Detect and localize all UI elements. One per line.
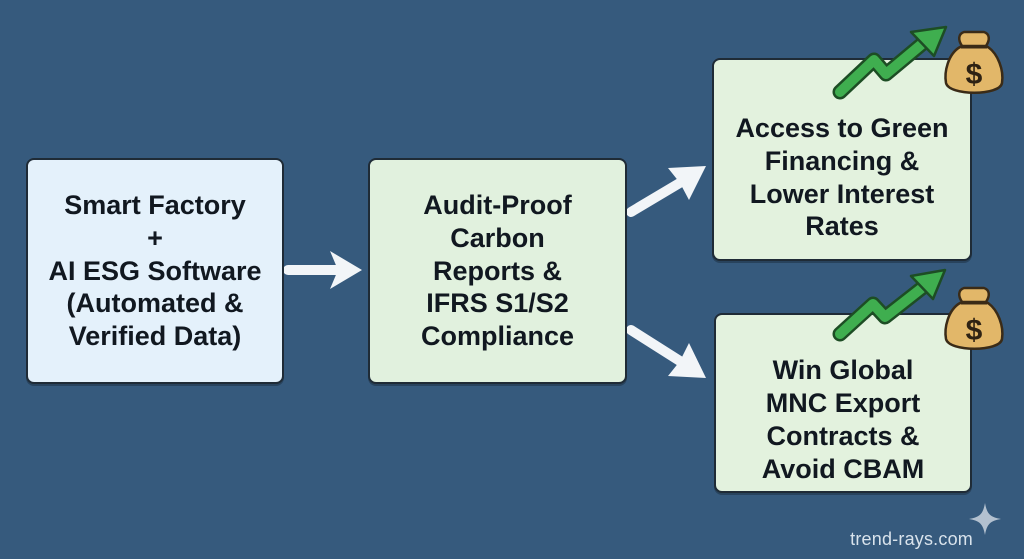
export-contracts-line: MNC Export <box>765 388 921 419</box>
compliance-box-line: Reports & <box>432 255 562 286</box>
green-financing-line: Financing & <box>764 145 920 176</box>
export-contracts-line: Contracts & <box>766 421 920 451</box>
growth-arrow-icon <box>832 268 947 342</box>
compliance-box-line: Carbon <box>450 222 545 253</box>
input-box-line: Smart Factory <box>64 189 246 220</box>
export-contracts-box: Win Global MNC Export Contracts & Avoid … <box>714 313 972 493</box>
money-bag-icon: $ <box>944 30 1004 94</box>
input-box-line: Verified Data) <box>68 321 242 352</box>
compliance-box-line: Compliance <box>420 321 575 352</box>
watermark-text: trend-rays.com <box>850 529 973 549</box>
compliance-box-line: IFRS S1/S2 <box>426 288 569 319</box>
arrow-input-to-middle <box>283 251 362 289</box>
green-financing-line: Rates <box>805 211 879 242</box>
money-bag-icon: $ <box>944 286 1004 350</box>
input-box-line: AI ESG Software <box>48 255 262 286</box>
input-box-line: (Automated & <box>66 288 244 319</box>
compliance-box-line: Audit-Proof <box>423 189 572 220</box>
compliance-box: Audit-Proof Carbon Reports & IFRS S1/S2 … <box>368 158 627 384</box>
green-financing-text: Access to Green Financing & Lower Intere… <box>735 112 948 244</box>
green-financing-line: Lower Interest <box>749 178 935 209</box>
input-box: Smart Factory + AI ESG Software (Automat… <box>26 158 284 384</box>
arrow-middle-to-top <box>626 166 706 217</box>
svg-text:$: $ <box>966 58 983 91</box>
green-financing-line: Access to Green <box>735 112 949 143</box>
arrow-middle-to-bottom <box>626 325 706 378</box>
svg-text:$: $ <box>966 314 983 347</box>
export-contracts-line: Avoid CBAM <box>761 453 925 484</box>
export-contracts-line: Win Global <box>772 355 914 386</box>
input-box-line: + <box>147 222 163 253</box>
export-contracts-text: Win Global MNC Export Contracts & Avoid … <box>762 354 925 486</box>
sparkle-icon <box>969 503 1001 535</box>
growth-arrow-icon <box>832 25 948 100</box>
